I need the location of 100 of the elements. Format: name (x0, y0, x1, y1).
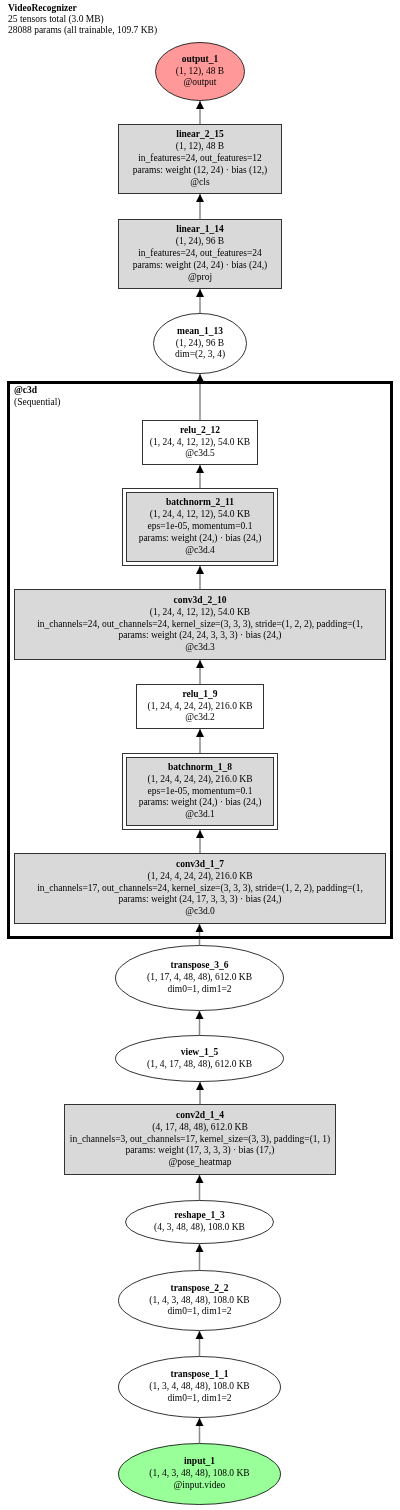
layer-name: mean_1_13 (177, 325, 223, 338)
layer-detail: eps=1e-05, momentum=0.1 (147, 521, 253, 533)
layer-detail: in_features=24, out_features=24 (138, 248, 262, 260)
arrow (195, 1010, 204, 1036)
arrow (195, 1330, 204, 1357)
layer-name: relu_1_9 (182, 688, 218, 701)
layer-name: linear_2_15 (176, 129, 224, 142)
layer-detail: in_channels=3, out_channels=17, kernel_size=(3, 3), padding=(1, 1) (69, 1133, 331, 1146)
layer-detail: in_features=24, out_features=12 (138, 153, 262, 165)
summary-text: 25 tensors total (3.0 MB) (8, 13, 105, 25)
layer-name: conv2d_1_4 (175, 1109, 224, 1122)
arrow (196, 829, 204, 854)
layer-box (14, 853, 386, 924)
layer-detail: @cls (190, 176, 210, 189)
layer-detail: (1, 17, 4, 48, 48), 612.0 KB (147, 972, 252, 984)
layer-name: reshape_1_3 (174, 1210, 225, 1222)
layer-detail: @c3d.4 (185, 544, 215, 557)
arrow (196, 193, 204, 220)
layer-name: transpose_1_1 (170, 1369, 229, 1382)
layer-box (14, 589, 386, 660)
layer-detail: (1, 4, 3, 48, 48), 108.0 KB (149, 1294, 250, 1307)
layer-detail: (1, 24, 4, 12, 12), 54.0 KB (149, 606, 251, 619)
arrow (195, 1417, 204, 1444)
module-container (7, 381, 393, 939)
layer-name: linear_1_14 (176, 224, 224, 237)
layer-detail: dim0=1, dim1=2 (167, 1392, 232, 1405)
layer-box (122, 488, 278, 566)
layer-detail: (1, 24, 4, 24, 24), 216.0 KB (147, 870, 253, 883)
arrow (196, 659, 204, 685)
arrow (196, 464, 204, 489)
tensor-ellipse (153, 313, 247, 374)
arrow (196, 728, 204, 754)
tensor-ellipse (118, 1356, 281, 1418)
layer-box (64, 1104, 336, 1175)
module-name: @c3d (14, 385, 38, 397)
layer-detail: (1, 3, 4, 48, 48), 108.0 KB (149, 1381, 250, 1393)
layer-box (142, 420, 258, 465)
arrow (196, 100, 204, 125)
summary-text: 28088 params (all trainable, 109.7 KB) (8, 24, 158, 36)
module-type: (Sequential) (14, 396, 61, 408)
layer-name: transpose_3_6 (170, 960, 229, 973)
layer-detail: params: weight (24,) · bias (24,) (138, 797, 262, 810)
layer-detail: params: weight (24, 24, 3, 3, 3) · bias (24,) (118, 630, 282, 643)
layer-detail: params: weight (24,) · bias (24,) (138, 532, 262, 545)
layer-detail: @pose_heatmap (168, 1157, 232, 1170)
tensor-ellipse (118, 1270, 281, 1331)
layer-detail: @c3d.1 (185, 809, 215, 822)
arrow (195, 1243, 204, 1271)
tensor-ellipse (125, 1200, 274, 1244)
arrow (195, 1174, 204, 1201)
layer-detail: @input.video (173, 1479, 226, 1492)
layer-detail: @c3d.2 (185, 712, 215, 725)
layer-name: relu_2_12 (180, 424, 220, 437)
layer-detail: (1, 24, 4, 24, 24), 216.0 KB (147, 773, 253, 786)
diagram-title: VideoRecognizer (8, 3, 78, 14)
tensor-ellipse (115, 945, 284, 1011)
layer-detail: (1, 12), 48 B (175, 141, 225, 153)
layer-box (118, 124, 282, 194)
layer-detail: @proj (187, 271, 213, 284)
tensor-ellipse (115, 1035, 284, 1082)
layer-name: batchnorm_2_11 (165, 497, 235, 510)
layer-detail: eps=1e-05, momentum=0.1 (147, 785, 253, 798)
layer-name: input_1 (183, 1456, 216, 1469)
layer-detail: dim0=1, dim1=2 (167, 983, 232, 996)
tensor-ellipse (118, 1443, 281, 1505)
tensor-ellipse (155, 42, 245, 101)
layer-name: transpose_2_2 (170, 1282, 229, 1295)
layer-detail: params: weight (17, 3, 3, 3) · bias (17,) (125, 1145, 275, 1158)
layer-detail: (1, 24), 96 B (175, 337, 225, 350)
layer-detail: params: weight (24, 24) · bias (24,) (132, 259, 268, 272)
layer-detail: (1, 24, 4, 12, 12), 54.0 KB (149, 509, 251, 522)
layer-name: conv3d_2_10 (173, 594, 227, 607)
layer-detail: @c3d.5 (185, 448, 215, 461)
arrow (196, 565, 204, 590)
layer-detail: (4, 17, 48, 48), 612.0 KB (152, 1121, 248, 1134)
layer-detail: @output (183, 77, 217, 90)
layer-box (136, 684, 264, 729)
layer-name: batchnorm_1_8 (168, 761, 232, 774)
arrow (196, 373, 204, 421)
layer-box (118, 219, 282, 289)
layer-detail: @c3d.0 (185, 906, 215, 919)
arrow (196, 1081, 204, 1105)
layer-name: view_1_5 (180, 1046, 219, 1059)
layer-detail: params: weight (24, 17, 3, 3, 3) · bias (24,) (118, 894, 282, 907)
layer-detail: @c3d.3 (185, 642, 215, 655)
layer-detail: (4, 3, 48, 48), 108.0 KB (154, 1222, 245, 1234)
layer-detail: (1, 24, 4, 12, 12), 54.0 KB (149, 436, 251, 449)
layer-detail: dim=(2, 3, 4) (174, 349, 226, 362)
layer-box (122, 753, 278, 830)
layer-detail: params: weight (12, 24) · bias (12,) (132, 164, 268, 177)
layer-name: output_1 (181, 53, 219, 66)
layer-name: conv3d_1_7 (175, 858, 224, 871)
layer-detail: (1, 24, 4, 24, 24), 216.0 KB (147, 700, 253, 713)
layer-detail: in_channels=24, out_channels=24, kernel_size=(3, 3, 3), stride=(1, 2, 2), padding=(1, (37, 618, 363, 631)
layer-detail: (1, 12), 48 B (175, 65, 225, 78)
layer-detail: dim0=1, dim1=2 (167, 1306, 232, 1319)
arrow (195, 923, 204, 946)
layer-detail: (1, 4, 17, 48, 48), 612.0 KB (147, 1058, 252, 1071)
layer-detail: in_channels=17, out_channels=24, kernel_size=(3, 3, 3), stride=(1, 2, 2), padding=(1, (37, 882, 363, 895)
layer-detail: (1, 24), 96 B (175, 236, 225, 248)
